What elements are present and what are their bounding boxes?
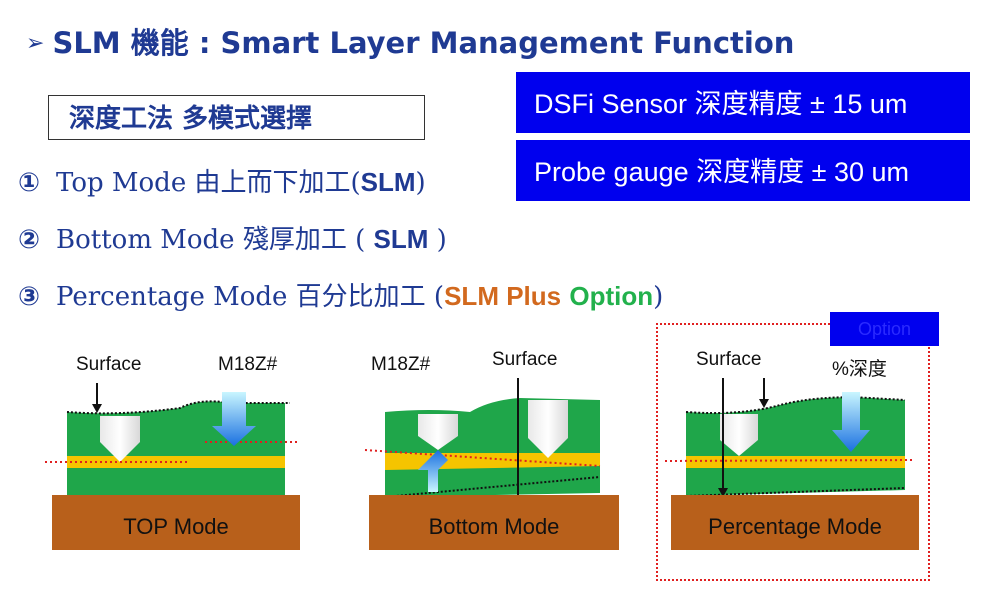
top-tool-label: M18Z#	[218, 354, 278, 375]
option-frame	[656, 323, 930, 581]
milled-pocket	[418, 414, 458, 450]
milled-pocket	[720, 414, 758, 456]
surface-line	[66, 400, 290, 415]
depth-line	[664, 459, 916, 462]
mode-paren: )	[415, 168, 426, 198]
dsfi-accuracy-box: DSFi Sensor 深度精度 ± 15 um	[516, 72, 970, 133]
mode-tag: SLM	[373, 224, 429, 254]
mode-number: ②	[18, 225, 41, 255]
mode-number: ①	[18, 168, 41, 198]
subtitle-box: 深度工法 多模式選擇	[48, 95, 425, 140]
percentage-depth-label: %深度	[832, 359, 887, 380]
mode-bottom: ② Bottom Mode 殘厚加工 ( SLM )	[18, 219, 447, 256]
mode-paren: (	[425, 282, 445, 312]
bottom-mode-label: Bottom Mode	[428, 514, 560, 539]
top-mode-diagram	[45, 383, 300, 550]
mode-tag-option: Option	[569, 281, 654, 311]
mode-paren: (	[350, 168, 361, 198]
bottom-mode-diagram	[364, 378, 619, 550]
page-title: ➢ SLM 機能 : Smart Layer Management Functio…	[26, 20, 794, 62]
percentage-mode-label: Percentage Mode	[708, 514, 882, 539]
bullet-arrow-icon: ➢	[26, 31, 45, 56]
down-arrow-icon	[212, 392, 256, 446]
base-block	[671, 495, 919, 550]
milled-pocket	[100, 416, 140, 462]
mode-percentage: ③ Percentage Mode 百分比加工 (SLM Plus Option)	[18, 276, 663, 313]
mode-text: Bottom Mode 殘厚加工	[56, 225, 347, 255]
down-arrow-icon	[832, 392, 870, 452]
mode-paren: (	[346, 225, 374, 255]
bottom-tool-label: M18Z#	[371, 354, 431, 375]
up-arrow-icon	[418, 450, 448, 492]
milled-pocket	[528, 400, 568, 458]
option-tag: Option	[830, 312, 939, 346]
pointer-arrow-icon	[718, 488, 728, 497]
base-block	[52, 495, 300, 550]
mode-tag-slm-plus: SLM Plus	[444, 281, 562, 311]
mode-text: Top Mode 由上而下加工	[56, 168, 351, 198]
percentage-surface-label: Surface	[696, 349, 762, 370]
pcb-board	[67, 401, 285, 495]
mode-paren: )	[653, 282, 664, 312]
top-surface-label: Surface	[76, 354, 142, 375]
top-mode-label: TOP Mode	[123, 514, 229, 539]
copper-layer	[686, 456, 905, 468]
mode-text: Percentage Mode 百分比加工	[56, 282, 426, 312]
pointer-arrow-icon	[92, 404, 102, 413]
mode-tag: SLM	[360, 167, 416, 197]
mode-number: ③	[18, 282, 41, 312]
probe-accuracy-box: Probe gauge 深度精度 ± 30 um	[516, 140, 970, 201]
mode-paren: )	[428, 225, 447, 255]
percentage-mode-diagram	[664, 378, 919, 550]
base-block	[369, 495, 619, 550]
mode-top: ① Top Mode 由上而下加工(SLM)	[18, 162, 426, 199]
depth-line	[364, 449, 601, 467]
pointer-arrow-icon	[759, 399, 769, 408]
title-text: SLM 機能 : Smart Layer Management Function	[52, 26, 795, 60]
bottom-surface-label: Surface	[492, 349, 558, 370]
